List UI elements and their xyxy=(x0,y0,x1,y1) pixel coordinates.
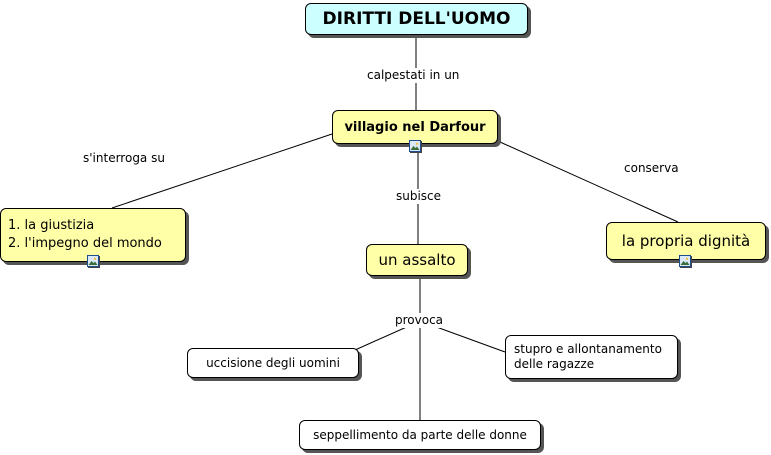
killing-concept[interactable]: uccisione degli uomini xyxy=(187,348,359,378)
root-concept[interactable]: DIRITTI DELL'UOMO xyxy=(305,3,528,35)
assault-concept[interactable]: un assalto xyxy=(366,244,468,276)
question-item-1: 1. la giustizia xyxy=(8,218,95,233)
root-concept-label: DIRITTI DELL'UOMO xyxy=(322,9,511,29)
burial-concept-label: seppellimento da parte delle donne xyxy=(313,428,527,442)
village-concept-label: villagio nel Darfour xyxy=(344,119,486,135)
link-label-causes: provoca xyxy=(392,313,447,328)
question-item-2: 2. l'impegno del mondo xyxy=(8,236,162,251)
killing-concept-label: uccisione degli uomini xyxy=(206,356,340,370)
link-label-preserves: conserva xyxy=(621,161,682,176)
rape-concept[interactable]: stupro e allontanamento delle ragazze xyxy=(505,335,678,379)
dignity-concept-label: la propria dignità xyxy=(621,232,751,250)
image-resource-icon[interactable] xyxy=(409,140,421,152)
rape-concept-line-1: stupro e allontanamento xyxy=(514,342,662,356)
image-resource-icon[interactable] xyxy=(87,255,99,267)
assault-concept-label: un assalto xyxy=(378,251,456,269)
image-resource-icon[interactable] xyxy=(679,255,691,267)
village-concept[interactable]: villagio nel Darfour xyxy=(332,110,498,144)
rape-concept-line-2: delle ragazze xyxy=(514,357,595,371)
link-label-suffers: subisce xyxy=(393,189,445,204)
link-label-wonders: s'interroga su xyxy=(80,151,168,166)
link-label-trampled: calpestati in un xyxy=(364,68,463,83)
burial-concept[interactable]: seppellimento da parte delle donne xyxy=(299,420,541,450)
dignity-concept[interactable]: la propria dignità xyxy=(606,222,766,260)
questions-concept[interactable]: 1. la giustizia 2. l'impegno del mondo xyxy=(0,208,186,262)
